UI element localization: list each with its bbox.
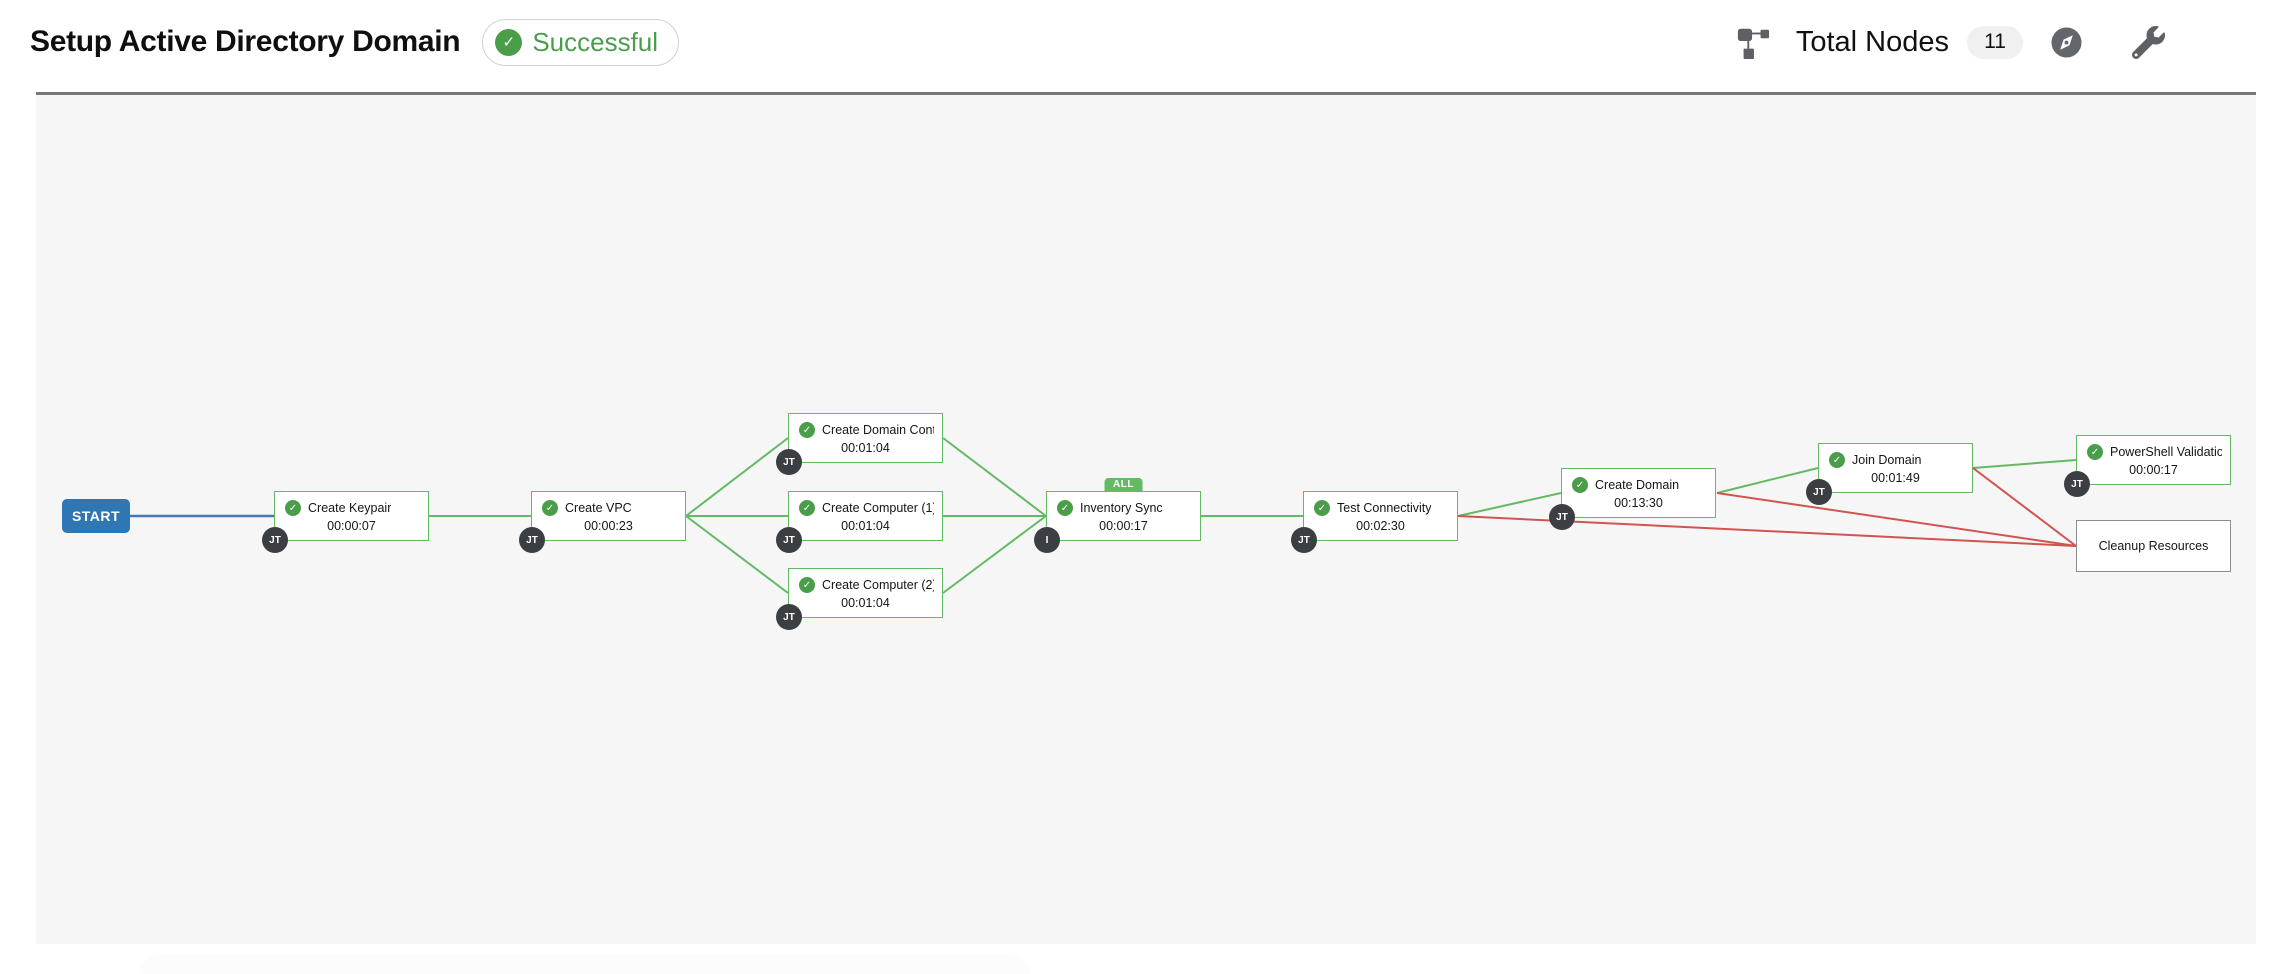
- success-check-icon: ✓: [2087, 444, 2103, 460]
- node-type-badge: JT: [2064, 471, 2090, 497]
- success-check-icon: ✓: [1572, 477, 1588, 493]
- node-elapsed-time: 00:01:04: [841, 519, 890, 533]
- convergence-all-badge: ALL: [1104, 478, 1143, 492]
- success-check-icon: ✓: [1057, 500, 1073, 516]
- node-label: Create Domain: [1595, 478, 1680, 492]
- workflow-node-create-domain-controller[interactable]: ✓ Create Domain Contr... 00:01:04 JT: [776, 413, 943, 475]
- edge-success: [1716, 467, 1819, 494]
- node-label: PowerShell Validation: [2110, 445, 2222, 459]
- bottom-panel-hint: [140, 955, 1030, 974]
- node-type-badge: JT: [776, 449, 802, 475]
- node-type-badge: JT: [519, 527, 545, 553]
- header-separator: [36, 92, 2256, 95]
- node-elapsed-time: 00:01:04: [841, 596, 890, 610]
- status-badge: ✓ Successful: [482, 18, 680, 66]
- node-type-badge: JT: [1291, 527, 1317, 553]
- node-label: Create Keypair: [308, 501, 392, 515]
- success-check-icon: ✓: [1314, 500, 1330, 516]
- workflow-node-inventory-sync[interactable]: ALL ✓ Inventory Sync 00:00:17 I: [1034, 478, 1201, 553]
- edge-failure: [1972, 467, 2077, 547]
- success-check-icon: ✓: [799, 577, 815, 593]
- workflow-canvas[interactable]: START ✓ Create Keypair 00:00:07 JT ✓ Cre…: [36, 95, 2256, 944]
- node-type-badge: JT: [262, 527, 288, 553]
- workflow-node-powershell-validation[interactable]: ✓ PowerShell Validation 00:00:17 JT: [2064, 435, 2231, 497]
- edge-failure: [1716, 492, 2077, 547]
- node-elapsed-time: 00:01:04: [841, 441, 890, 455]
- node-label: Cleanup Resources: [2098, 539, 2209, 553]
- node-elapsed-time: 00:00:17: [2129, 463, 2178, 477]
- edge-success: [1972, 459, 2077, 469]
- workflow-node-cleanup-resources[interactable]: Cleanup Resources: [2076, 520, 2231, 572]
- success-check-icon: ✓: [285, 500, 301, 516]
- total-nodes-count: 11: [1967, 25, 2023, 59]
- workflow-node-create-vpc[interactable]: ✓ Create VPC 00:00:23 JT: [519, 491, 686, 553]
- edge-success: [1457, 492, 1562, 517]
- workflow-node-test-connectivity[interactable]: ✓ Test Connectivity 00:02:30 JT: [1291, 491, 1458, 553]
- node-type-badge: JT: [776, 604, 802, 630]
- node-elapsed-time: 00:13:30: [1614, 496, 1663, 510]
- node-elapsed-time: 00:02:30: [1356, 519, 1405, 533]
- success-check-icon: ✓: [799, 422, 815, 438]
- workflow-node-create-computer-2[interactable]: ✓ Create Computer (2) 00:01:04 JT: [776, 568, 943, 630]
- workflow-node-create-computer-1[interactable]: ✓ Create Computer (1) 00:01:04 JT: [776, 491, 943, 553]
- page-title: Setup Active Directory Domain: [30, 25, 461, 58]
- success-check-icon: ✓: [1829, 452, 1845, 468]
- node-label: Create VPC: [565, 501, 632, 515]
- success-check-icon: ✓: [495, 28, 523, 56]
- edge-success: [942, 437, 1047, 517]
- node-elapsed-time: 00:00:07: [327, 519, 376, 533]
- workflow-node-create-keypair[interactable]: ✓ Create Keypair 00:00:07 JT: [262, 491, 429, 553]
- success-check-icon: ✓: [542, 500, 558, 516]
- node-type-badge: JT: [1549, 504, 1575, 530]
- compass-icon[interactable]: [2051, 26, 2082, 58]
- node-label: Create Domain Contr...: [822, 423, 934, 437]
- toolbar: Total Nodes 11: [1736, 25, 2165, 59]
- success-check-icon: ✓: [799, 500, 815, 516]
- edge-success: [685, 437, 789, 517]
- total-nodes-label: Total Nodes: [1795, 25, 1949, 58]
- workflow-node-create-domain[interactable]: ✓ Create Domain 00:13:30 JT: [1549, 468, 1716, 530]
- topology-icon[interactable]: [1736, 25, 1770, 59]
- node-type-badge: I: [1034, 527, 1060, 553]
- node-type-badge: JT: [776, 527, 802, 553]
- edge-success: [942, 515, 1047, 594]
- node-elapsed-time: 00:01:49: [1871, 471, 1920, 485]
- node-label: Create Computer (2): [822, 578, 934, 592]
- node-label: Inventory Sync: [1080, 501, 1163, 515]
- node-label: Test Connectivity: [1337, 501, 1432, 515]
- workflow-header: Setup Active Directory Domain ✓ Successf…: [0, 0, 2290, 92]
- node-label: Create Computer (1): [822, 501, 934, 515]
- node-elapsed-time: 00:00:17: [1099, 519, 1148, 533]
- node-type-badge: JT: [1806, 479, 1832, 505]
- status-label: Successful: [532, 26, 659, 57]
- node-label: Join Domain: [1852, 453, 1922, 467]
- start-node[interactable]: START: [62, 499, 130, 533]
- wrench-icon[interactable]: [2132, 25, 2165, 59]
- edge-success: [685, 515, 789, 594]
- workflow-node-join-domain[interactable]: ✓ Join Domain 00:01:49 JT: [1806, 443, 1973, 505]
- node-elapsed-time: 00:00:23: [584, 519, 633, 533]
